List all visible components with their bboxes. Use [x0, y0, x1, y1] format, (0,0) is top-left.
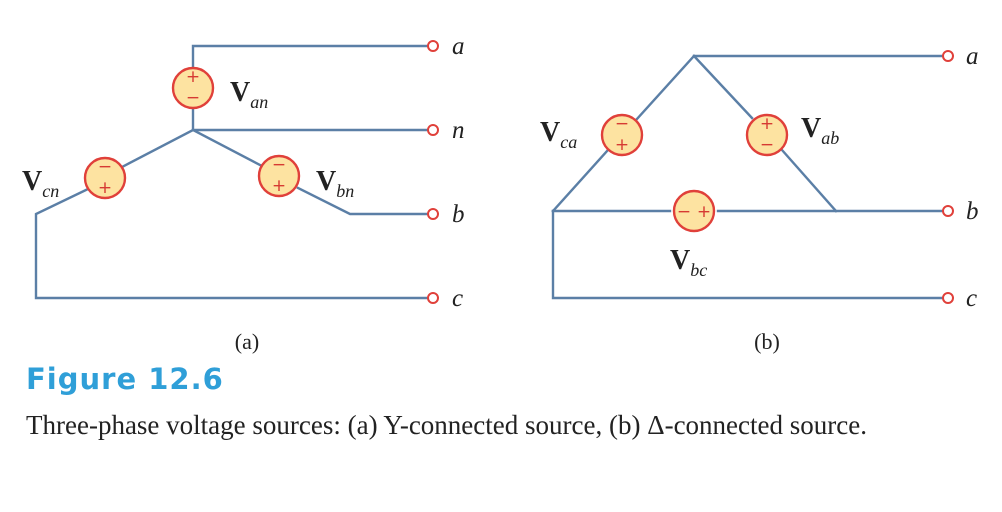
terminal-b-delta [942, 205, 954, 217]
terminal-label-b-delta: b [966, 198, 979, 225]
terminal-n-y [427, 124, 439, 136]
terminal-label-a-y: a [452, 33, 465, 60]
figure-title: Figure 12.6 [26, 362, 224, 396]
wire-apex-to-vab [692, 54, 754, 120]
vab-label: Vab [801, 113, 839, 148]
source-vbc: − + [672, 189, 716, 233]
source-vca: − + [600, 113, 644, 157]
wire-left-to-c [551, 209, 945, 300]
wire-vbn-to-b [296, 186, 430, 216]
wire-vca-to-left [551, 148, 610, 213]
vca-label: Vca [540, 117, 577, 152]
source-vbn: − + [257, 154, 301, 198]
wire-vab-to-right [780, 148, 838, 213]
diagram-a-label: (a) [235, 329, 259, 354]
vbc-plus-sign: + [697, 202, 711, 222]
diagram-a-y-connected: + − Van − + Vcn − + Vbn a n b [22, 33, 465, 354]
diagram-b-delta-connected: − + Vca + − Vab − + Vbc a b c (b) [540, 43, 979, 354]
source-vcn: − + [83, 156, 127, 200]
vbc-label: Vbc [670, 245, 707, 280]
van-minus-sign: − [186, 88, 200, 108]
terminal-c-delta [942, 292, 954, 304]
wire-vcn-to-c [34, 187, 430, 300]
vbn-plus-sign: + [272, 176, 286, 196]
vbn-minus-sign: − [272, 155, 286, 175]
vcn-label: Vcn [22, 166, 59, 201]
terminal-b-y [427, 208, 439, 220]
source-vab: + − [745, 113, 789, 157]
wire-neutral-to-vbn [191, 128, 262, 167]
figure-caption: Three-phase voltage sources: (a) Y-conne… [26, 410, 867, 440]
source-van: + − [171, 66, 215, 110]
terminal-c-y [427, 292, 439, 304]
wire-neutral-to-vcn [120, 128, 195, 169]
vcn-minus-sign: − [98, 157, 112, 177]
terminal-label-n-y: n [452, 117, 465, 144]
wire-a-to-van [191, 44, 430, 70]
wire-apex-to-vca [634, 54, 696, 122]
vab-plus-sign: + [760, 114, 774, 134]
vbc-minus-sign: − [677, 202, 691, 222]
van-plus-sign: + [186, 67, 200, 87]
terminal-label-c-y: c [452, 285, 463, 312]
terminal-label-c-delta: c [966, 285, 977, 312]
vca-plus-sign: + [615, 135, 629, 155]
vab-minus-sign: − [760, 135, 774, 155]
terminal-label-a-delta: a [966, 43, 979, 70]
vca-minus-sign: − [615, 114, 629, 134]
diagram-b-label: (b) [754, 329, 780, 354]
terminal-label-b-y: b [452, 201, 465, 228]
van-label: Van [230, 77, 268, 112]
vcn-plus-sign: + [98, 178, 112, 198]
terminal-a-y [427, 40, 439, 52]
terminal-a-delta [942, 50, 954, 62]
vbn-label: Vbn [316, 166, 354, 201]
